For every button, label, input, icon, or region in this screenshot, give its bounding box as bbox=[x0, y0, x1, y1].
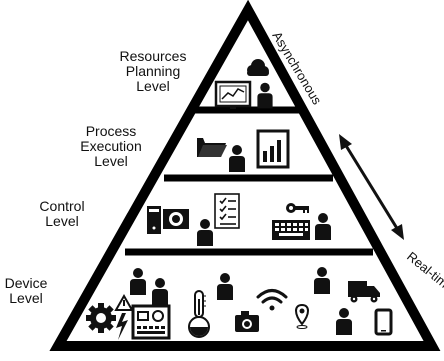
monitor-chart-icon bbox=[214, 80, 252, 109]
person-icon bbox=[217, 273, 233, 300]
level-label-line: Planning bbox=[125, 63, 181, 79]
computer-tower-icon bbox=[147, 206, 189, 234]
cloud-icon bbox=[247, 59, 269, 76]
person-icon bbox=[314, 267, 330, 294]
level-label-line: Execution bbox=[80, 138, 142, 154]
warning-electric-icon bbox=[114, 293, 134, 340]
checklist-icon bbox=[214, 193, 240, 229]
control-panel-icon bbox=[131, 304, 171, 340]
level-label-device: Device Level bbox=[0, 276, 52, 306]
level-label-line: Level bbox=[9, 290, 43, 306]
double-arrow bbox=[339, 134, 404, 240]
person-icon bbox=[152, 278, 168, 305]
key-icon bbox=[286, 203, 309, 213]
location-pin-icon bbox=[295, 303, 309, 329]
real-time-label: Real-time bbox=[404, 249, 444, 296]
person-icon bbox=[130, 268, 146, 295]
level-label-line: Level bbox=[45, 213, 79, 229]
gear-icon bbox=[86, 303, 116, 333]
truck-icon bbox=[348, 281, 380, 303]
level-label-line: Resources bbox=[119, 48, 187, 64]
person-icon bbox=[336, 308, 352, 335]
keyboard-icon bbox=[272, 220, 310, 240]
person-icon bbox=[197, 219, 213, 246]
level-label-line: Level bbox=[136, 78, 170, 94]
person-icon bbox=[229, 145, 245, 172]
camera-icon bbox=[235, 311, 259, 332]
folder-icon bbox=[197, 138, 227, 157]
thermometer-flask-icon bbox=[188, 290, 210, 338]
wifi-icon bbox=[256, 289, 288, 311]
pyramid-outline bbox=[49, 0, 441, 351]
level-label-control: Control Level bbox=[22, 199, 102, 229]
level-label-line: Level bbox=[94, 153, 128, 169]
level-label-line: Process bbox=[85, 123, 137, 139]
level-label-line: Device bbox=[4, 275, 48, 291]
level-label-line: Control bbox=[39, 198, 85, 214]
person-icon bbox=[257, 82, 273, 109]
bar-chart-icon bbox=[256, 129, 290, 169]
person-icon bbox=[315, 213, 331, 240]
level-label-process: Process Execution Level bbox=[63, 124, 159, 169]
level-label-resources: Resources Planning Level bbox=[105, 49, 201, 94]
smartphone-icon bbox=[374, 308, 393, 336]
